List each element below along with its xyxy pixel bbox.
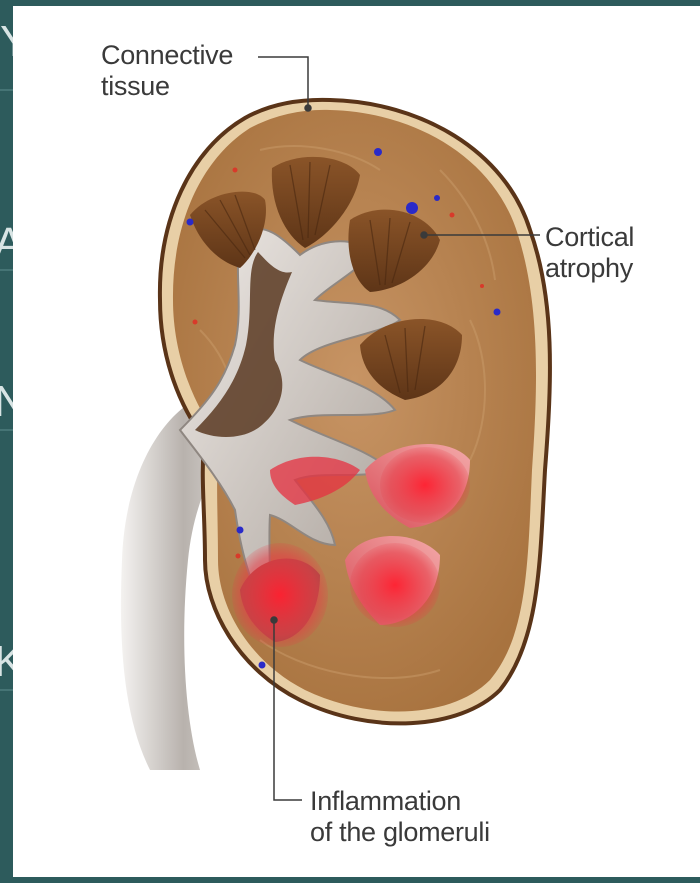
label-line: atrophy <box>545 253 634 284</box>
label-line: tissue <box>101 71 233 102</box>
label-line: Cortical <box>545 222 634 253</box>
label-inflammation: Inflammation of the glomeruli <box>310 786 490 848</box>
label-line: of the glomeruli <box>310 817 490 848</box>
label-connective-tissue: Connective tissue <box>101 40 233 102</box>
label-line: Connective <box>101 40 233 71</box>
label-line: Inflammation <box>310 786 490 817</box>
label-cortical-atrophy: Cortical atrophy <box>545 222 634 284</box>
